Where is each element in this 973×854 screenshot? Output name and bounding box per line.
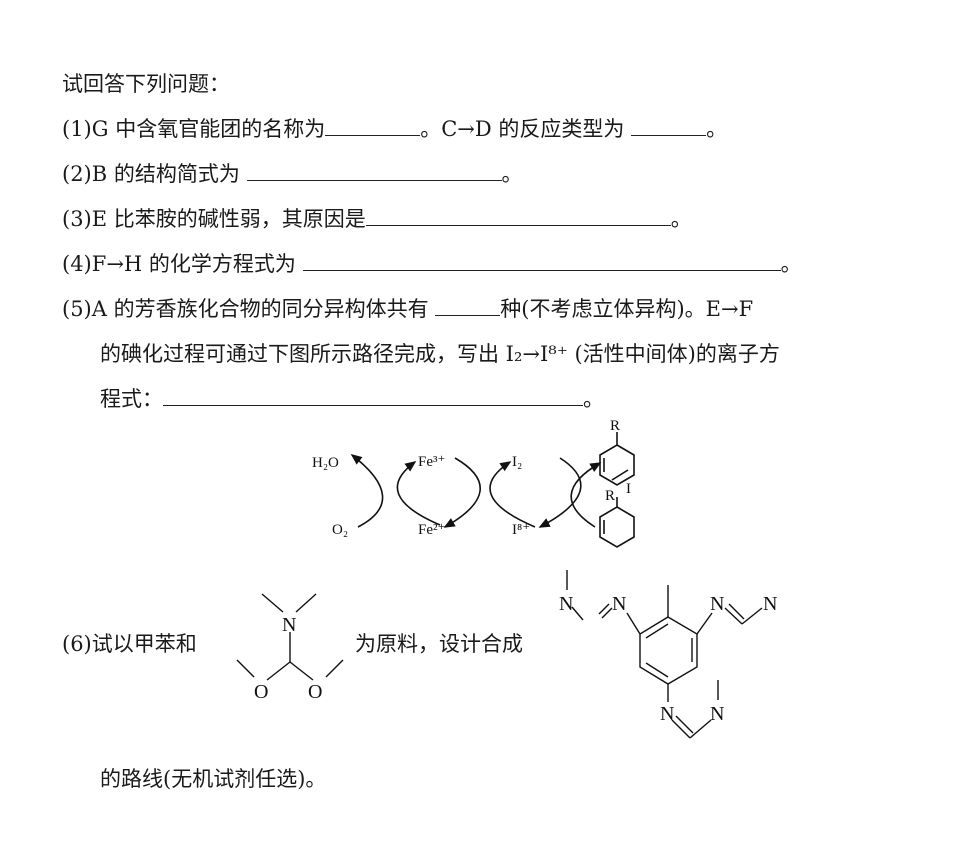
- q5-blank-1[interactable]: [435, 297, 501, 316]
- q5-text-3: 的碘化过程可通过下图所示路径完成，写出 I₂→I⁸⁺ (活性中间体)的离子方: [100, 342, 780, 366]
- q6-text: (6)试以甲苯和: [62, 632, 197, 656]
- question-2: (2)B 的结构简式为 。: [62, 158, 523, 188]
- q1-text: (1)G 中含氧官能团的名称为: [62, 117, 326, 141]
- atom-n: N: [660, 703, 674, 725]
- q1-end: 。: [706, 117, 728, 141]
- q1-text-2: 。C→D 的反应类型为: [420, 117, 625, 141]
- label-fe2: Fe²⁺: [418, 522, 445, 538]
- q6-text-2: 为原料，设计合成: [355, 632, 523, 656]
- q4-text: (4)F→H 的化学方程式为: [62, 252, 296, 276]
- benzene-ring-icon: [599, 444, 635, 486]
- label-o2: O₂: [332, 522, 348, 538]
- scheme-labels: H₂O O₂ Fe³⁺ Fe²⁺ I₂ I⁸⁺ R I R: [312, 418, 631, 538]
- q5-text: (5)A 的芳香族化合物的同分异构体共有: [62, 297, 429, 321]
- q1-blank-2[interactable]: [631, 117, 707, 136]
- question-4: (4)F→H 的化学方程式为 。: [62, 248, 802, 278]
- benzene-ring-icon: [599, 506, 635, 548]
- q4-blank[interactable]: [302, 252, 781, 271]
- target-structure: [566, 570, 763, 739]
- q4-end: 。: [780, 252, 802, 276]
- q5-text-4: 程式：: [100, 387, 163, 411]
- q1-blank-1[interactable]: [325, 117, 421, 136]
- q5-end: 。: [583, 387, 604, 411]
- question-6: (6)试以甲苯和: [62, 628, 197, 658]
- label-i: I: [626, 481, 631, 497]
- q2-blank[interactable]: [246, 162, 502, 181]
- atom-o: O: [254, 681, 268, 703]
- label-i8: I⁸⁺: [512, 522, 530, 538]
- question-5: (5)A 的芳香族化合物的同分异构体共有 种(不考虑立体异构)。E→F: [62, 293, 753, 323]
- q3-blank[interactable]: [365, 207, 671, 226]
- atom-n: N: [559, 593, 573, 615]
- iodination-scheme: [350, 432, 635, 548]
- atom-n: N: [710, 593, 724, 615]
- q5-line-3: 程式： 。: [100, 383, 604, 413]
- q3-text: (3)E 比苯胺的碱性弱，其原因是: [62, 207, 366, 231]
- label-r: R: [605, 488, 615, 504]
- q3-end: 。: [670, 207, 692, 231]
- atom-n: N: [282, 614, 296, 636]
- q5-text-2: 种(不考虑立体异构)。E→F: [500, 297, 754, 321]
- atom-o: O: [308, 681, 322, 703]
- question-3: (3)E 比苯胺的碱性弱，其原因是 。: [62, 203, 692, 233]
- q5-blank-2[interactable]: [163, 387, 583, 406]
- atom-n: N: [710, 703, 724, 725]
- q2-text: (2)B 的结构简式为: [62, 162, 240, 186]
- question-1: (1)G 中含氧官能团的名称为 。C→D 的反应类型为 。: [62, 113, 727, 143]
- label-r: R: [610, 418, 620, 434]
- dmf-dma-structure: [236, 593, 344, 681]
- q2-end: 。: [501, 162, 523, 186]
- q6-text-3: 的路线(无机试剂任选)。: [100, 767, 327, 791]
- label-fe3: Fe³⁺: [418, 454, 445, 470]
- label-h2o: H₂O: [312, 455, 339, 471]
- label-i2: I₂: [512, 454, 522, 470]
- atom-n: N: [612, 593, 626, 615]
- intro: 试回答下列问题：: [62, 72, 230, 96]
- atom-n: N: [763, 593, 777, 615]
